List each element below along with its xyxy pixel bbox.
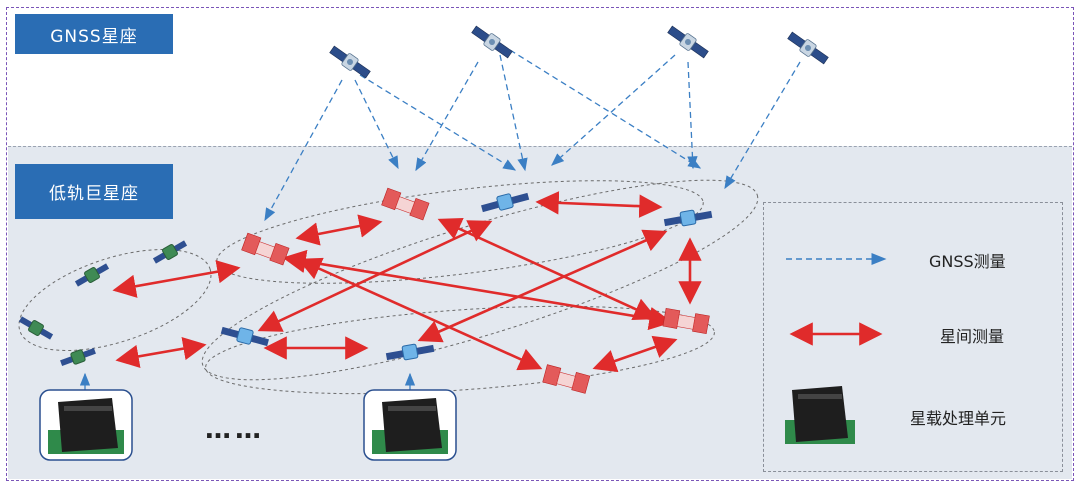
- gnss-constellation-label: GNSS星座: [15, 14, 173, 54]
- legend-box: [763, 202, 1063, 472]
- orbit-ellipses: [18, 179, 759, 395]
- satellite-icon: [219, 322, 271, 350]
- satellite-icon: [72, 260, 112, 290]
- processor-box-icon: [372, 398, 448, 454]
- legend-processor-label: 星载处理单元: [910, 409, 1007, 428]
- satellite-icon: [662, 308, 710, 334]
- satellite-icon: [469, 23, 515, 61]
- processor-box-icon: [48, 398, 124, 454]
- legend-isl-label: 星间测量: [940, 327, 1005, 346]
- satellite-icon: [665, 23, 711, 61]
- processor-box-icon: [785, 386, 855, 444]
- gnss-satellites: [327, 23, 831, 81]
- legend-symbols: [785, 253, 887, 444]
- satellite-icon: [241, 232, 290, 266]
- gnss-measurement-arrows: [264, 49, 801, 222]
- satellite-icon: [479, 188, 531, 216]
- satellite-icon: [327, 43, 373, 81]
- satellite-icon: [16, 313, 56, 343]
- satellite-icon: [662, 206, 714, 230]
- legend-gnss-label: GNSS测量: [929, 252, 1006, 271]
- ellipsis: ……: [205, 415, 265, 445]
- inter-satellite-arrows: [112, 191, 702, 373]
- diagram-frame: [6, 7, 1074, 481]
- satellite-icon: [381, 187, 430, 221]
- satellite-icon: [58, 344, 98, 370]
- satellite-icon: [542, 364, 591, 394]
- processor-units: [39, 372, 457, 461]
- satellite-icon: [150, 237, 190, 267]
- satellite-icon: [785, 29, 831, 67]
- leo-constellation-label: 低轨巨星座: [15, 164, 173, 219]
